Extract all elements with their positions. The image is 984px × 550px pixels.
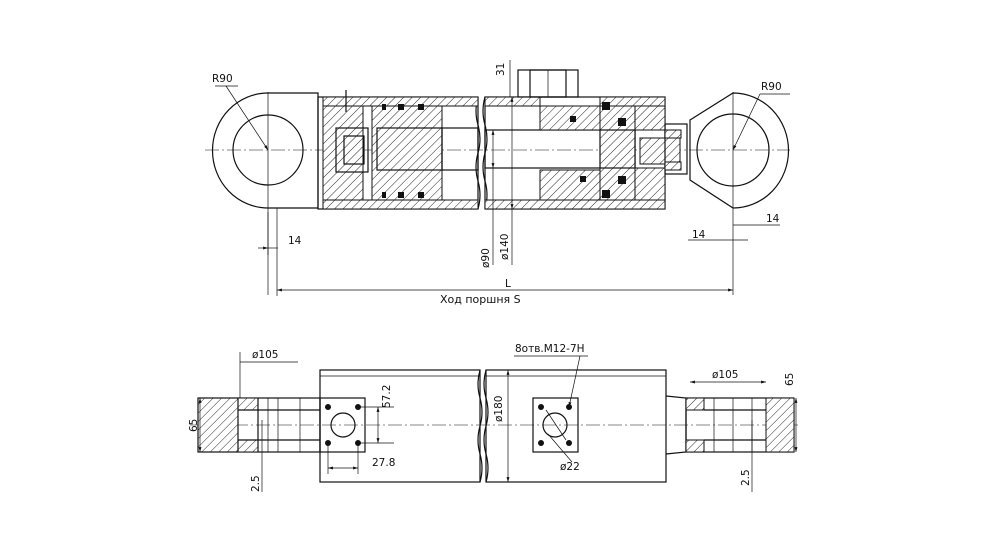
right-eye — [689, 92, 790, 295]
dia-105-left-label: ø105 — [252, 349, 278, 361]
dia-140-label: ø140 — [499, 234, 511, 260]
dim-278-label: 27.8 — [372, 457, 395, 469]
r90-right-label: R90 — [761, 81, 782, 93]
dim-25-right-label: 2.5 — [740, 469, 752, 486]
stroke-label: Ход поршня S — [440, 293, 521, 306]
cylinder-barrel — [317, 69, 666, 210]
dim-14-right-a-label: 14 — [692, 229, 706, 241]
dim-14-left-label: 14 — [288, 235, 302, 247]
dim-31-label: 31 — [495, 63, 507, 76]
left-eye — [211, 92, 319, 295]
dim-14-right-b-label: 14 — [766, 213, 780, 225]
rod-end — [639, 123, 688, 175]
dim-65-left-label: 65 — [188, 419, 200, 432]
dia-90-label: ø90 — [480, 248, 492, 268]
dia-105-right-label: ø105 — [712, 369, 738, 381]
dim-25-left-label: 2.5 — [250, 475, 262, 492]
dim-572-label: 57.2 — [381, 385, 393, 408]
section-view: R90 R90 31 14 14 14 ø90 ø140 L Ход поршн… — [205, 60, 790, 306]
dim-65-right-label: 65 — [784, 373, 796, 386]
right-clevis — [665, 395, 795, 455]
dia-180-label: ø180 — [493, 396, 505, 422]
left-clevis — [197, 397, 321, 453]
r90-left-label: R90 — [212, 73, 233, 85]
dia-22-label: ø22 — [560, 461, 580, 473]
length-l-label: L — [505, 278, 511, 290]
plan-view: ø105 65 2.5 57.2 27.8 ø180 8отв.М12-7Н ø… — [188, 343, 800, 492]
thread-label: 8отв.М12-7Н — [515, 343, 585, 355]
